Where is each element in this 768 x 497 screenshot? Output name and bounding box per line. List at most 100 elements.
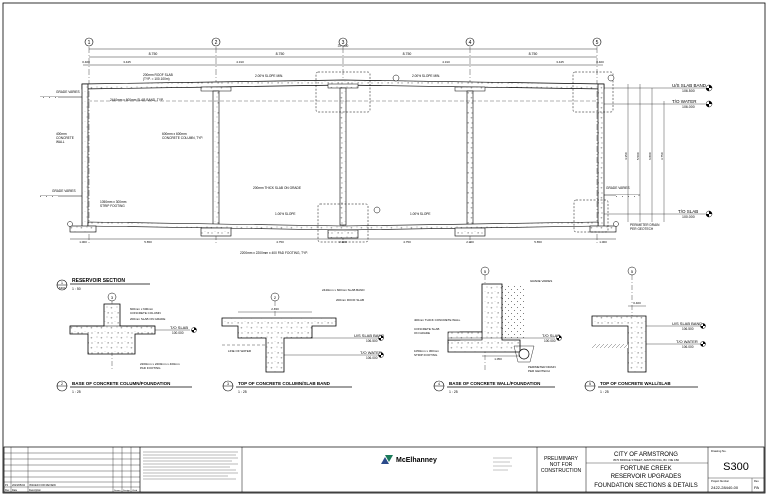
- project-number-label: Project Number: [711, 479, 729, 483]
- detail-number: 2: [61, 382, 63, 386]
- callout-detail-4: [573, 199, 609, 233]
- note-roof-slab-sub: (TYP. = 100.100m): [143, 77, 170, 81]
- detail-scale: 1 : 25: [449, 390, 458, 394]
- grid-label: 1: [88, 40, 91, 46]
- elev-value: 106.000: [682, 105, 695, 109]
- detail-note: ON GRADE: [414, 331, 430, 335]
- detail-wall-base: 5 1.050 GRADE VARIES 400mm THICK CONCRET…: [414, 266, 562, 394]
- top-dim: 3.445: [556, 60, 564, 64]
- detail-note: 400mm THICK CONCRETE WALL: [414, 318, 461, 322]
- detail-number: 5: [589, 382, 591, 386]
- detail-title: TOP OF CONCRETE WALL/SLAB: [600, 381, 671, 386]
- detail-grid-label: 2: [274, 295, 277, 300]
- vert-dim: 6.800: [648, 152, 652, 160]
- detail-note: GRADE VARIES: [530, 279, 552, 283]
- detail-note: 1050mm x 300mm: [414, 349, 439, 353]
- client-address: 3570 BRIDGE STREET, ARMSTRONG, BC V0E 1B…: [613, 458, 680, 462]
- detail-scale: 1 : 25: [600, 390, 609, 394]
- detail-note: LINE OF WATER: [228, 349, 252, 353]
- bottom-dim: 2.000: [466, 240, 474, 244]
- detail-note: 600mm x 600mm: [130, 307, 154, 311]
- note-wall: 400mm: [56, 132, 67, 136]
- elev-label: T/O WATER: [676, 339, 698, 344]
- detail-dim: 1.050: [494, 357, 502, 361]
- drawing-title: FOUNDATION SECTIONS & DETAILS: [594, 483, 697, 489]
- note-pad-footing: 2200mm x 2200mm x 400 PAD FOOTING, TYP.: [240, 251, 308, 255]
- elev-value: 100.000: [172, 331, 184, 335]
- left-wall: [81, 83, 89, 231]
- rev-description: ISSUED FOR REVIEW: [29, 483, 56, 487]
- elev-value: 106.500: [682, 327, 694, 331]
- bay-dim: 8.750: [149, 52, 158, 56]
- elev-label: U/S SLAB BAND: [354, 333, 384, 338]
- detail-column-top: 2 2.440 2440mm x 600mm SLAB BAND 200mm R…: [221, 288, 384, 394]
- elev-label: T/O SLAB: [678, 209, 698, 214]
- vert-dim: 5.500: [636, 152, 640, 160]
- project-title: FORTUNE CREEK: [620, 466, 671, 472]
- top-dim: 3.445: [123, 60, 131, 64]
- detail-note: CONCRETE COLUMN: [130, 311, 161, 315]
- detail-dim: 0.400: [633, 301, 641, 305]
- rev-header: Date: [12, 489, 18, 492]
- section-number: 1: [61, 281, 63, 285]
- rev-header: Drawn: [114, 489, 121, 492]
- detail-note: PERIMETER DRAIN: [528, 365, 556, 369]
- detail-note: 2200mm x 2200mm x 400mm: [140, 362, 180, 366]
- detail-number: 4: [438, 382, 440, 386]
- bay-dim: 8.750: [529, 52, 538, 56]
- note-grade-varies: GRADE VARIES: [606, 186, 630, 190]
- note-wall-sub: CONCRETE: [56, 136, 74, 140]
- strip-footing: [69, 225, 97, 233]
- elev-label: T/O SLAB: [542, 333, 560, 338]
- drawing-number: S300: [723, 461, 749, 473]
- section-sheet: S300: [59, 286, 66, 290]
- detail-note: CONCRETE SLAB: [414, 327, 439, 331]
- slab-band: [200, 86, 232, 92]
- detail-note: STRIP FOOTING: [414, 353, 438, 357]
- note-slab-band: 2440mm x 600mm SLAB BAND, TYP.: [110, 98, 164, 102]
- grid-label: 2: [215, 40, 218, 46]
- rev-header: Rev.: [5, 489, 10, 492]
- vert-dim: 4.350: [624, 152, 628, 160]
- right-wall: [597, 83, 605, 231]
- top-dim: 4.310: [442, 60, 450, 64]
- note-slope: 1.00% SLOPE: [410, 212, 431, 216]
- elev-value: 106.500: [682, 89, 695, 93]
- note-grade-varies: GRADE VARIES: [52, 189, 76, 193]
- detail-column-base: 3 600mm x 600mm CONCRETE COLUMN 200mm SL…: [56, 292, 197, 394]
- column: [212, 90, 220, 226]
- note-perimeter-drain: PERIMETER DRAIN: [630, 223, 660, 227]
- detail-title: BASE OF CONCRETE COLUMN/FOUNDATION: [72, 381, 170, 386]
- elev-label: T/O WATER: [672, 99, 697, 104]
- detail-note: 200mm SLAB ON GRADE: [130, 317, 165, 321]
- note-perimeter-drain-sub: PER GEOTECH: [630, 227, 654, 231]
- rev-date: 2023/05/04: [12, 483, 26, 487]
- bottom-dim: 2.000: [339, 240, 347, 244]
- top-dim: 0.400: [596, 60, 604, 64]
- reservoir-section-title: 1 S300 RESERVOIR SECTION 1 : 50: [56, 278, 150, 291]
- elev-value: 106.000: [682, 345, 694, 349]
- detail-scale: 1 : 25: [238, 390, 247, 394]
- detail-note: 200mm ROOF SLAB: [336, 298, 364, 302]
- pad-footing: [200, 227, 232, 237]
- detail-note: PAD FOOTING: [140, 366, 161, 370]
- note-slope: 1.00% SLOPE: [275, 212, 296, 216]
- detail-note: 2440mm x 600mm SLAB BAND: [322, 288, 365, 292]
- vert-dim: 3.750: [660, 152, 664, 160]
- perimeter-drain: [613, 221, 619, 227]
- project-title: RESERVOIR UPGRADES: [611, 474, 682, 480]
- detail-grid-label: 3: [111, 295, 114, 300]
- note-roof-slab: 200mm ROOF SLAB: [143, 73, 173, 77]
- note-slope-right: 2.00% SLOPE MIN.: [412, 74, 440, 78]
- preliminary-stamp: NOT FOR: [550, 462, 573, 468]
- grid-label: 3: [342, 40, 345, 46]
- callout-detail-5: [572, 71, 614, 113]
- detail-title: BASE OF CONCRETE WALL/FOUNDATION: [449, 381, 540, 386]
- elev-value: 106.500: [366, 339, 378, 343]
- elev-value: 100.000: [544, 339, 556, 343]
- detail-title: TOP OF CONCRETE COLUMN/SLAB BAND: [238, 381, 331, 386]
- drawing-no-label: Drawing No.: [711, 449, 727, 453]
- bottom-dim: 5.650: [534, 240, 542, 244]
- detail-dim: 2.440: [271, 307, 279, 311]
- detail-number: 3: [227, 382, 229, 386]
